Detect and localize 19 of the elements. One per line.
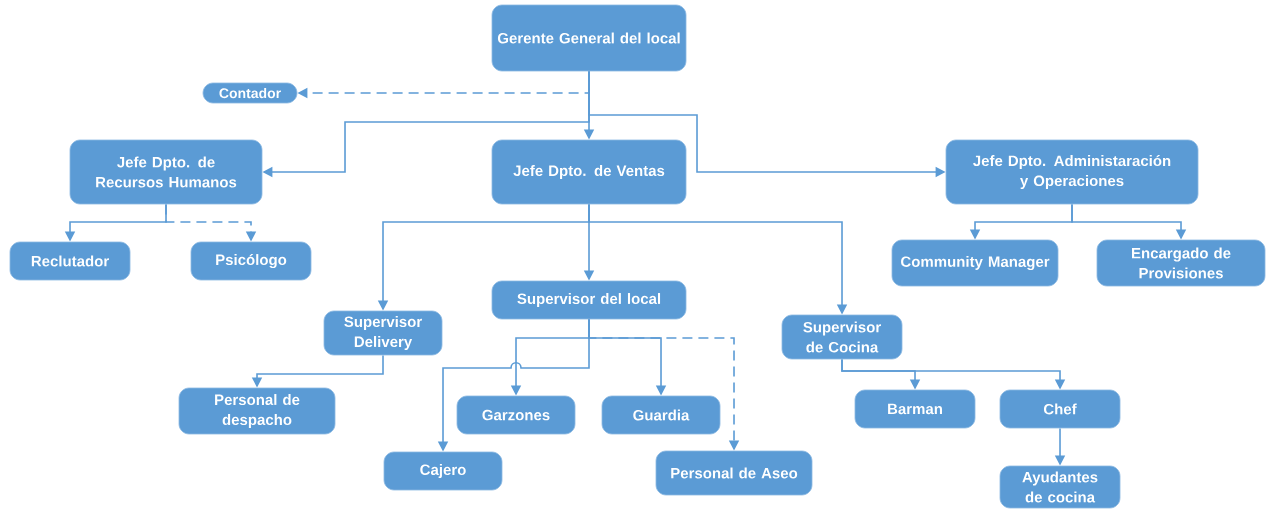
- org-box: Gerente General del local: [491, 4, 687, 72]
- org-box: Jefe Dpto. Administaración y Operaciones: [945, 139, 1199, 205]
- org-box: Encargado de Provisiones: [1096, 239, 1266, 287]
- org-box: Community Manager: [891, 239, 1059, 287]
- org-box: Jefe Dpto. de Ventas: [491, 139, 687, 205]
- org-box: Supervisor de Cocina: [781, 314, 903, 360]
- org-box: Reclutador: [9, 241, 131, 281]
- org-box: Psicólogo: [190, 241, 312, 281]
- org-box: Supervisor del local: [491, 280, 687, 320]
- org-box: Personal de despacho: [178, 387, 336, 435]
- org-box: Guardia: [601, 395, 721, 435]
- org-box: Personal de Aseo: [655, 450, 813, 496]
- org-box: Cajero: [383, 451, 503, 491]
- org-box: Jefe Dpto. de Recursos Humanos: [69, 139, 263, 205]
- org-box: Garzones: [456, 395, 576, 435]
- org-box: Supervisor Delivery: [323, 310, 443, 356]
- org-box: Chef: [999, 389, 1121, 429]
- org-box: Barman: [854, 389, 976, 429]
- org-box: Ayudantes de cocina: [999, 465, 1121, 509]
